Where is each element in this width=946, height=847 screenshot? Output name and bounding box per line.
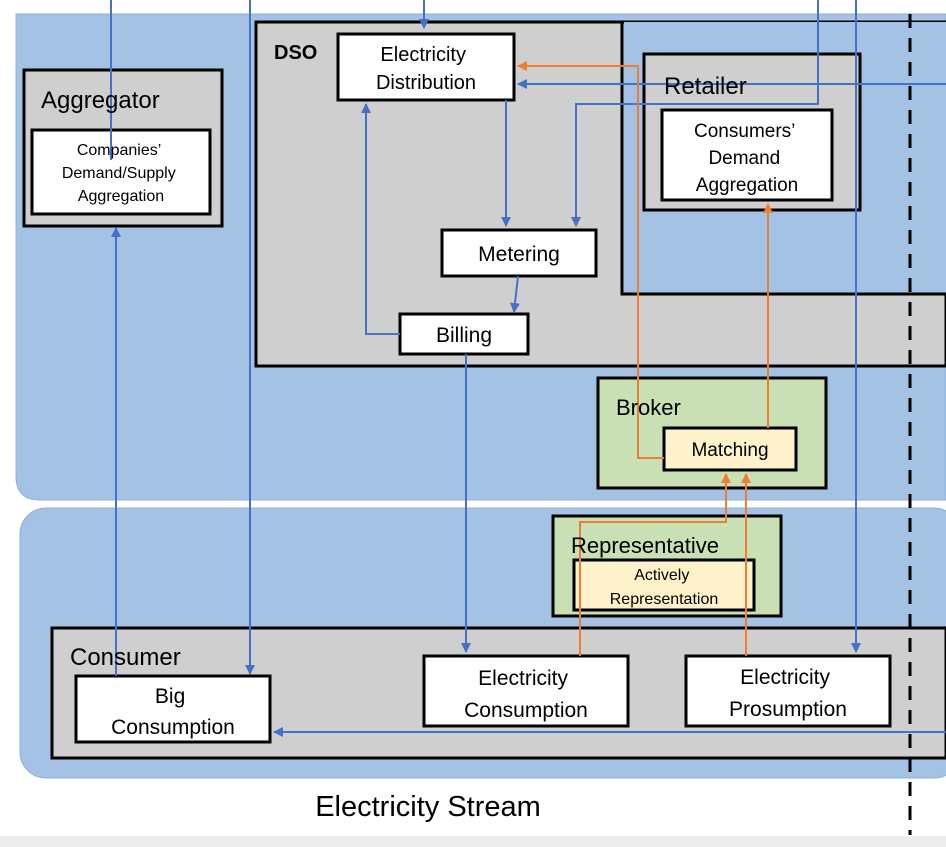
companies-aggregation-box xyxy=(30,128,212,216)
companies-aggregation-label: Companies’ Demand/Supply Aggregation xyxy=(62,142,180,205)
consumption-to-matching-arrow xyxy=(579,473,731,656)
big-consumption-line-1: Big xyxy=(155,685,185,708)
electricity-prosumption-label: Electricity Prosumption xyxy=(729,666,847,721)
electricity-distribution-box xyxy=(336,32,516,102)
aggregator-label: Aggregator xyxy=(41,87,160,114)
prosumption-line-2: Prosumption xyxy=(729,698,847,721)
billing-to-distribution-arrow xyxy=(361,103,400,335)
consumers-line-1: Consumers’ xyxy=(694,121,795,142)
big-consumption-label: Big Consumption xyxy=(111,685,235,739)
big-consumption-box xyxy=(74,674,272,744)
billing-label: Billing xyxy=(436,324,492,347)
consumers-line-3: Aggregation xyxy=(696,175,798,196)
electricity-stream-caption: Electricity Stream xyxy=(315,791,541,823)
consumers-line-2: Demand xyxy=(708,148,780,169)
matching-box xyxy=(662,426,798,472)
big-consumption-line-2: Consumption xyxy=(111,716,235,739)
metering-box xyxy=(440,228,598,278)
consumption-line-1: Electricity xyxy=(478,667,568,690)
actively-line-2: Representation xyxy=(610,591,719,608)
retailer-label: Retailer xyxy=(664,73,747,100)
actively-representation-label: Actively Representation xyxy=(610,567,719,608)
actively-line-1: Actively xyxy=(634,567,689,584)
metering-label: Metering xyxy=(478,243,560,266)
prosumption-line-1: Electricity xyxy=(740,666,830,689)
distribution-line-1: Electricity xyxy=(380,44,466,66)
consumption-line-2: Consumption xyxy=(464,699,588,722)
billing-box xyxy=(398,312,530,356)
metering-to-billing-arrow xyxy=(510,275,520,313)
bottom-strip xyxy=(0,836,946,847)
consumer-label: Consumer xyxy=(70,644,181,671)
electricity-distribution-label: Electricity Distribution xyxy=(376,44,476,94)
companies-line-3: Aggregation xyxy=(78,188,164,205)
consumers-demand-aggregation-label: Consumers’ Demand Aggregation xyxy=(694,121,800,196)
representative-label: Representative xyxy=(571,533,719,558)
electricity-consumption-label: Electricity Consumption xyxy=(464,667,588,722)
dso-label: DSO xyxy=(274,42,317,64)
distribution-line-2: Distribution xyxy=(376,72,476,94)
matching-to-distribution-arrow xyxy=(517,61,664,459)
retailer-to-metering-arrow xyxy=(571,0,819,227)
matching-label: Matching xyxy=(691,440,768,461)
companies-line-1: Companies’ xyxy=(77,142,161,159)
electricity-prosumption-box xyxy=(684,654,892,728)
electricity-consumption-box xyxy=(422,654,630,728)
dso-inner-border xyxy=(620,22,946,296)
consumers-demand-aggregation-box xyxy=(660,108,834,202)
companies-line-2: Demand/Supply xyxy=(62,165,176,182)
actively-representation-box xyxy=(572,558,756,612)
broker-label: Broker xyxy=(616,395,681,420)
